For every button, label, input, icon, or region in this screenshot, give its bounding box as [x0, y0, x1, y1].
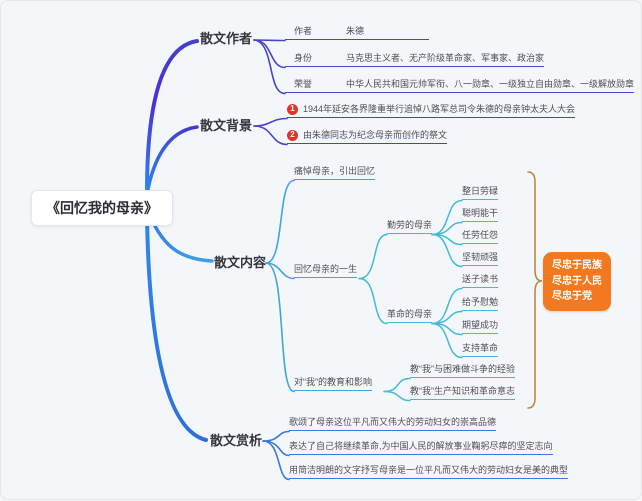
summary-line: 尽忠于民族	[552, 260, 602, 271]
influence-item[interactable]: 教“我”与困难做斗争的经验	[410, 363, 515, 378]
branch-author-label[interactable]: 散文作者	[200, 31, 253, 46]
branch-content-label[interactable]: 散文内容	[214, 255, 267, 270]
content-life[interactable]: 回忆母亲的一生	[294, 263, 358, 278]
trunk-author	[145, 39, 199, 194]
author-row-value: 朱德	[346, 26, 365, 36]
revolutionary-item[interactable]: 送子读书	[462, 273, 499, 288]
revolutionary-mother-label[interactable]: 革命的母亲	[387, 308, 433, 323]
background-item-text: 1944年延安各界隆重举行追悼八路军总司令朱德的母亲钟太夫人大会	[303, 104, 576, 114]
diligent-braces	[431, 199, 463, 268]
diligent-item[interactable]: 聪明能干	[462, 207, 499, 222]
branch-background-label[interactable]: 散文背景	[200, 118, 253, 133]
summary-topic[interactable]: 尽忠于民族 尽忠于人民 尽忠于党	[543, 252, 611, 311]
analysis-item[interactable]: 歌颂了母亲这位平凡而又伟大的劳动妇女的崇高品德	[289, 416, 497, 431]
background-braces	[253, 117, 288, 146]
author-row[interactable]: 身份 马克思主义者、无产阶级革命家、军事家、政治家	[285, 52, 545, 67]
author-row-value: 中华人民共和国元帅军衔、八一勋章、一级独立自由勋章、一级解放勋章	[346, 79, 635, 89]
background-item[interactable]: 2 由朱德同志为纪念母亲而创作的祭文	[287, 129, 448, 144]
summary-line: 尽忠于党	[552, 291, 592, 302]
analysis-item[interactable]: 表达了自己将继续革命,为中国人民的解放事业鞠躬尽瘁的坚定志向	[289, 440, 553, 455]
diligent-item[interactable]: 坚韧顽强	[462, 251, 499, 266]
summary-line: 尽忠于人民	[552, 275, 602, 287]
revolutionary-item[interactable]: 给予慰勉	[462, 296, 499, 311]
summary-bracket-line	[527, 171, 543, 409]
trunk-background	[145, 125, 199, 196]
background-item[interactable]: 1 1944年延安各界隆重举行追悼八路军总司令朱德的母亲钟太夫人大会	[287, 103, 576, 118]
number-badge-icon: 1	[287, 103, 298, 115]
diligent-mother-label[interactable]: 勤劳的母亲	[387, 219, 433, 234]
life-braces	[358, 233, 388, 325]
revolutionary-braces	[431, 287, 463, 359]
branch-analysis-label[interactable]: 散文赏析	[210, 433, 263, 448]
central-topic[interactable]: 《回忆我的母亲》	[31, 190, 173, 226]
author-row[interactable]: 荣誉 中华人民共和国元帅军衔、八一勋章、一级独立自由勋章、一级解放勋章	[285, 78, 635, 93]
diligent-item[interactable]: 任劳任怨	[462, 229, 499, 244]
analysis-braces	[262, 430, 290, 481]
author-row-key: 作者	[294, 26, 313, 36]
content-braces	[265, 179, 295, 393]
author-row-value: 马克思主义者、无产阶级革命家、军事家、政治家	[346, 53, 545, 63]
analysis-item[interactable]: 用简洁明朗的文字抒写母亲是一位平凡而又伟大的劳动妇女是美的典型	[289, 464, 569, 479]
influence-item[interactable]: 教“我”生产知识和革命意志	[410, 385, 515, 400]
diligent-item[interactable]: 整日劳碌	[462, 185, 499, 200]
trunk-analysis	[145, 215, 208, 442]
influence-braces	[383, 377, 411, 402]
content-influence[interactable]: 对“我”的教育和影响	[294, 376, 372, 391]
background-item-text: 由朱德同志为纪念母亲而创作的祭文	[303, 130, 448, 140]
author-row-key: 身份	[294, 53, 313, 63]
revolutionary-item[interactable]: 支持革命	[462, 342, 499, 357]
author-row-key: 荣誉	[294, 79, 313, 89]
author-braces	[253, 39, 286, 95]
number-badge-icon: 2	[287, 129, 298, 141]
content-mourn[interactable]: 痛悼母亲，引出回忆	[294, 165, 376, 180]
author-row[interactable]: 作者 朱德	[285, 25, 429, 40]
revolutionary-item[interactable]: 期望成功	[462, 319, 499, 334]
